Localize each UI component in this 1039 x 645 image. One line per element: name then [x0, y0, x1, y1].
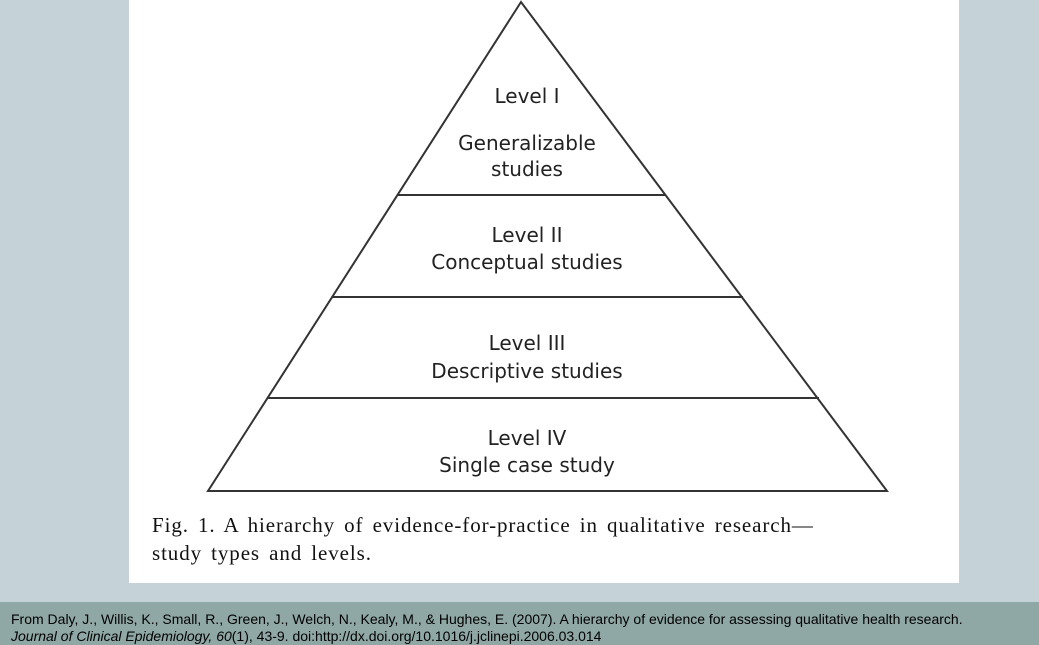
level-4-label: Level IV: [488, 426, 567, 450]
level-4-studies: Single case study: [439, 453, 615, 477]
level-2-label: Level II: [492, 223, 563, 247]
level-2-studies: Conceptual studies: [431, 250, 622, 274]
citation-volume: 60: [216, 628, 232, 644]
citation-line-2: Journal of Clinical Epidemiology, 60(1),…: [11, 628, 963, 645]
level-3-studies: Descriptive studies: [431, 359, 622, 383]
level-1-label: Level I: [494, 84, 559, 108]
level-1-studies-line2: studies: [491, 157, 563, 181]
caption-line-1: Fig. 1. A hierarchy of evidence-for-prac…: [152, 513, 814, 537]
evidence-pyramid: Level I Generalizable studies Level II C…: [206, 0, 889, 492]
source-citation: From Daly, J., Willis, K., Small, R., Gr…: [11, 611, 963, 645]
figure-card: Level I Generalizable studies Level II C…: [129, 0, 959, 583]
citation-journal: Journal of Clinical Epidemiology,: [11, 628, 213, 644]
pyramid-outline: [206, 0, 889, 492]
level-1-studies-line1: Generalizable: [458, 131, 596, 155]
caption-line-2: study types and levels.: [152, 541, 372, 565]
citation-rest: (1), 43-9. doi:http://dx.doi.org/10.1016…: [231, 628, 602, 644]
figure-caption: Fig. 1. A hierarchy of evidence-for-prac…: [152, 511, 952, 567]
citation-line-1: From Daly, J., Willis, K., Small, R., Gr…: [11, 611, 963, 627]
source-citation-bar: From Daly, J., Willis, K., Small, R., Gr…: [0, 602, 1039, 645]
level-3-label: Level III: [489, 331, 566, 355]
